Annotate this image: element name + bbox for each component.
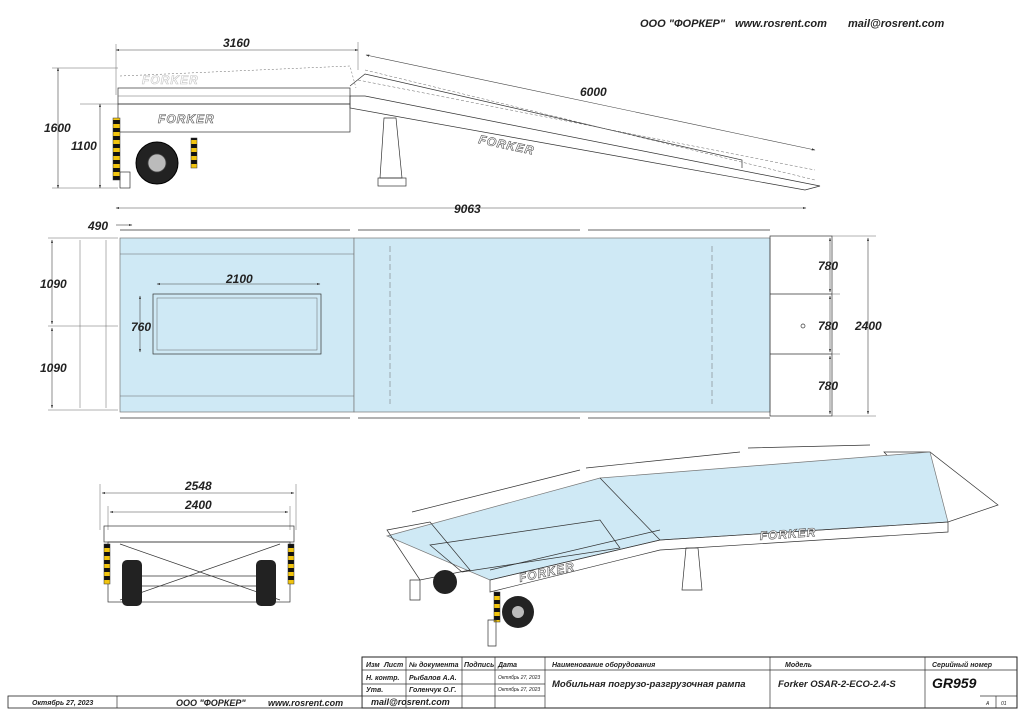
sheet-format: A [985,701,990,707]
dim-lip-1: 780 [818,259,838,273]
support-leg-side [379,117,403,179]
plan-view: 9063 490 1090 1090 [40,202,882,419]
serial-value: GR959 [932,675,977,691]
hazard-front-right [287,543,295,585]
equipment-value: Мобильная погрузо-разгрузочная рампа [552,679,746,690]
brand-iso-right: FORKER [759,525,817,543]
dim-total-length: 9063 [454,202,481,216]
dim-front-offset: 490 [87,219,108,233]
header-website: www.rosrent.com [735,18,827,30]
footer-email: mail@rosrent.com [371,697,450,707]
model-value: Forker OSAR-2-ECO-2.4-S [778,679,896,690]
sheet-number: 01 [1001,701,1007,707]
dim-inner-width: 2400 [184,498,212,512]
header-company: ООО "ФОРКЕР" [640,18,726,30]
row1-name: Рыбалов А.А. [409,674,457,682]
dim-total-width: 2400 [854,319,882,333]
hatch [152,293,322,355]
dim-height-total: 1600 [44,121,71,135]
serial-label: Серийный номер [932,661,993,669]
row2-date: Октябрь 27, 2023 [498,687,540,693]
dim-half-width-bottom: 1090 [40,361,67,375]
row1-role: Н. контр. [366,675,399,682]
ramp-lip [769,235,833,417]
col-sheet: Лист [383,662,403,669]
hazard-post-front [112,117,121,181]
row2-role: Утв. [366,687,383,694]
dim-ramp-length: 6000 [580,85,607,99]
footer-date: Октябрь 27, 2023 [32,699,93,707]
model-label: Модель [785,661,812,669]
iso-deck [385,451,949,581]
title-block: Изм Лист № документа Подпись Дата Н. кон… [361,656,1018,709]
header-email: mail@rosrent.com [848,18,945,30]
wheel-front-left [122,560,142,606]
iso-view: FORKER FORKER [385,444,999,647]
page-header: ООО "ФОРКЕР" www.rosrent.com mail@rosren… [640,18,945,30]
page-footer: Октябрь 27, 2023 ООО "ФОРКЕР" www.rosren… [7,695,450,709]
row2-name: Голенчук О.Г. [409,687,456,694]
equipment-label: Наименование оборудования [552,661,655,669]
dim-lip-2: 780 [818,319,838,333]
ramp-side [349,95,821,191]
dim-half-width-top: 1090 [40,277,67,291]
dim-lip-3: 780 [818,379,838,393]
side-view: 3160 6000 1600 1100 FORKER FORKER FORKER [44,36,821,191]
wheel-iso-front [433,570,457,594]
dim-outer-width: 2548 [184,479,212,493]
wheel-front-right [256,560,276,606]
brand-side-front: FORKER [158,112,215,126]
footer-website: www.rosrent.com [268,698,343,708]
dim-hatch-width: 760 [131,320,151,334]
iso-support-leg [681,547,703,591]
dim-top-length: 3160 [223,36,250,50]
col-doc: № документа [408,661,459,669]
dim-hatch-length: 2100 [225,272,253,286]
col-date: Дата [497,662,517,669]
brand-side-top: FORKER [142,73,199,87]
hazard-post-rear [190,137,198,169]
deck-platform [119,237,355,413]
footer-company: ООО "ФОРКЕР" [176,698,246,708]
row1-date: Октябрь 27, 2023 [498,675,540,681]
front-view: 2548 2400 [99,479,297,606]
deck-ramp [353,237,771,413]
col-sign: Подпись [464,661,494,669]
iso-hatch [429,519,621,573]
col-change: Изм [366,662,381,669]
dim-height-platform: 1100 [71,139,97,153]
hazard-front-left [103,543,111,585]
